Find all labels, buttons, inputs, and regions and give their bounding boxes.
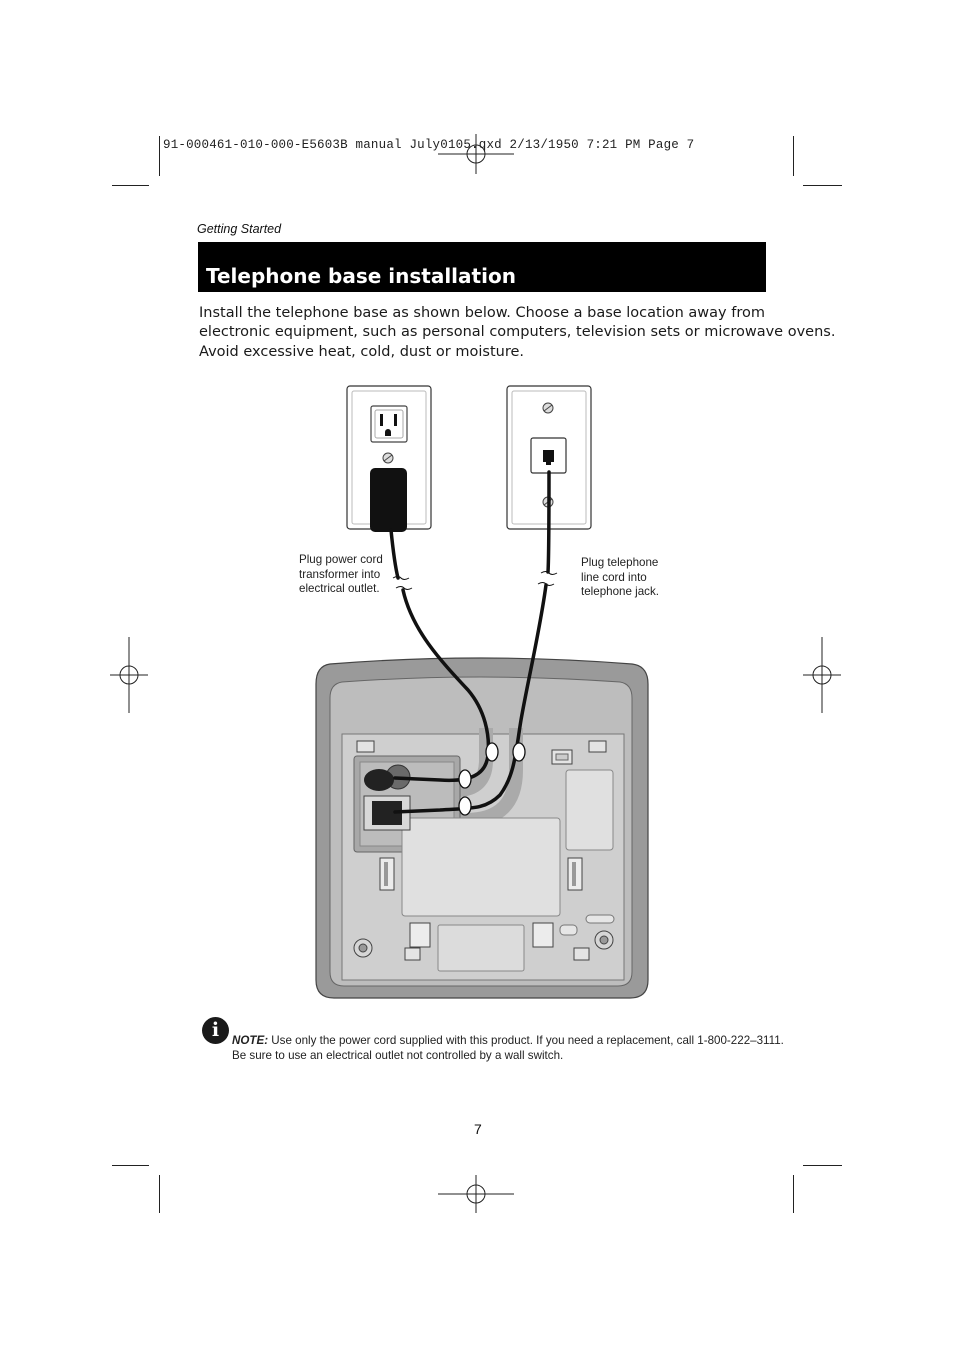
note: NOTE: Use only the power cord supplied w… [232, 1033, 792, 1063]
caption-line: Plug power cord [299, 553, 383, 566]
caption-line: Plug telephone [581, 556, 659, 569]
print-slug: 91-000461-010-000-E5603B manual July0105… [163, 138, 695, 152]
phone-caption: Plug telephone line cord into telephone … [581, 556, 659, 600]
caption-line: electrical outlet. [299, 582, 380, 595]
title-bar: Telephone base installation [198, 242, 766, 292]
caption-line: telephone jack. [581, 585, 659, 598]
intro-paragraph: Install the telephone base as shown belo… [199, 304, 836, 362]
caption-line: line cord into [581, 570, 647, 584]
note-text: Be sure to use an electrical outlet not … [232, 1049, 564, 1062]
caption-line: transformer into [299, 567, 381, 581]
section-label: Getting Started [197, 222, 282, 236]
note-label: NOTE: [232, 1034, 269, 1047]
power-cord [389, 528, 491, 783]
power-transformer [370, 468, 407, 532]
telephone-base [315, 657, 649, 999]
page-number: 7 [474, 1121, 482, 1137]
intro-line: Avoid excessive heat, cold, dust or mois… [199, 343, 525, 360]
page-title: Telephone base installation [206, 264, 516, 288]
note-text: Use only the power cord supplied with th… [268, 1034, 784, 1047]
info-icon: i [202, 1017, 229, 1044]
power-caption: Plug power cord transformer into electri… [299, 553, 383, 597]
intro-line: electronic equipment, such as personal c… [199, 324, 836, 341]
electrical-outlet [346, 385, 432, 530]
intro-line: Install the telephone base as shown belo… [199, 305, 765, 321]
